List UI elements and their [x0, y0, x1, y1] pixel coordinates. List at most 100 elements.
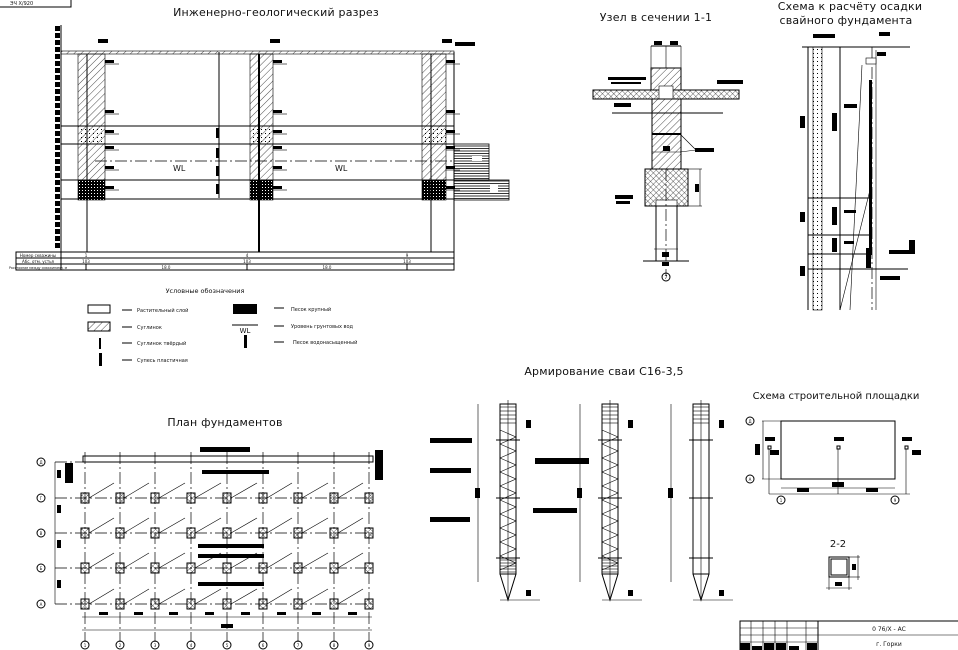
pile-link	[123, 552, 150, 569]
callout	[535, 458, 589, 464]
settlement-title-1: Схема к расчёту осадки	[778, 0, 922, 13]
depth-mark	[273, 166, 282, 169]
legend-label: Уровень грунтовых вод	[291, 324, 354, 330]
pile-link	[337, 482, 364, 499]
wl-label-2: WL	[335, 164, 348, 173]
depth-mark	[446, 110, 455, 113]
row-axis-label: Г	[40, 496, 43, 501]
pile-link	[301, 482, 329, 499]
total-dim	[221, 624, 233, 628]
pile-link	[230, 482, 258, 499]
pile-view-simple	[668, 400, 733, 602]
spiral	[601, 457, 619, 473]
depth-mark	[105, 60, 114, 63]
spiral	[601, 513, 619, 529]
col-axis-bubble	[186, 640, 196, 650]
borehole-number: 4	[246, 253, 249, 258]
col-axis-bubble	[115, 640, 125, 650]
row-axis-bubble	[36, 528, 46, 538]
row-axis-label: В	[40, 531, 43, 536]
scale-tick	[55, 131, 60, 136]
row-dim	[57, 505, 61, 513]
spiral	[499, 513, 517, 529]
loam-layer	[249, 53, 274, 181]
row-axis-bubble	[36, 493, 46, 503]
scale-tick	[55, 68, 60, 73]
geo-section-title: Инженерно-геологический разрез	[173, 6, 379, 19]
borehole-label	[270, 39, 280, 43]
dim-label	[628, 590, 633, 596]
span-dim	[277, 612, 286, 615]
depth-mark	[273, 60, 282, 63]
boreholes	[77, 39, 460, 252]
pile-link	[123, 517, 150, 534]
spiral	[601, 541, 619, 557]
scale-tick	[55, 194, 60, 199]
top-left-stamp: ЭЧ Х/920	[0, 0, 72, 8]
col-axis-bubble	[258, 640, 268, 650]
scale-tick	[55, 201, 60, 206]
borehole-label	[442, 39, 452, 43]
dim-label	[628, 420, 633, 428]
scale-tick	[55, 208, 60, 213]
span-dim	[241, 612, 250, 615]
spiral	[499, 499, 517, 515]
pile-cap	[80, 562, 90, 574]
pile-link	[337, 588, 364, 605]
elevation-scale	[55, 26, 60, 248]
col-axis-label: 9	[368, 643, 371, 648]
callout	[430, 468, 471, 473]
pile-cap	[293, 492, 303, 504]
site-axis-col: 1	[780, 498, 783, 503]
depth-mark	[446, 60, 455, 63]
pile-link	[194, 482, 222, 499]
distance-value: 18.0	[162, 265, 171, 270]
scale-tick	[55, 103, 60, 108]
spiral	[499, 527, 517, 543]
pile-link	[266, 588, 293, 605]
borehole	[77, 39, 119, 252]
depth-mark	[446, 130, 455, 133]
stamp-text: ЭЧ Х/920	[10, 1, 33, 7]
pile-link	[194, 552, 222, 569]
pile-view-full	[475, 400, 540, 602]
pile-link	[230, 517, 258, 534]
span-dim	[348, 612, 357, 615]
drawing-code: 0 76/Х - АС	[872, 626, 906, 633]
section-2-2-title: 2-2	[830, 539, 846, 550]
scale-tick	[55, 180, 60, 185]
pile-cap	[258, 598, 268, 610]
pile-link	[230, 588, 258, 605]
spiral	[601, 471, 619, 487]
pile-link	[88, 588, 115, 605]
pile-cap	[222, 598, 232, 610]
pile-cap	[329, 598, 339, 610]
top-beam	[82, 455, 374, 463]
col-axis-bubble	[80, 640, 90, 650]
row-axis-bubble	[36, 457, 46, 467]
dim-label	[577, 488, 582, 498]
site-axis-row: Д	[748, 419, 751, 424]
scale-tick	[55, 187, 60, 192]
scale-tick	[55, 26, 60, 31]
pile-cap	[293, 562, 303, 574]
pile-cap	[150, 527, 160, 539]
title-block: 0 76/Х - АС г. Горки	[739, 620, 958, 650]
pile-link	[266, 552, 293, 569]
borehole	[421, 39, 460, 252]
legend-item-sand-saturated: Песок водонасыщенный	[244, 335, 357, 348]
pile-cap	[186, 492, 196, 504]
depth-mark	[105, 146, 114, 149]
pile-link	[301, 517, 329, 534]
col-axis-label: 8	[333, 643, 336, 648]
pile-cap	[150, 562, 160, 574]
row-axis-bubble	[36, 563, 46, 573]
hard-loam-layer	[78, 126, 105, 144]
spiral	[499, 471, 517, 487]
pile-link	[123, 588, 150, 605]
depth-mark	[105, 130, 114, 133]
scale-tick	[55, 173, 60, 178]
